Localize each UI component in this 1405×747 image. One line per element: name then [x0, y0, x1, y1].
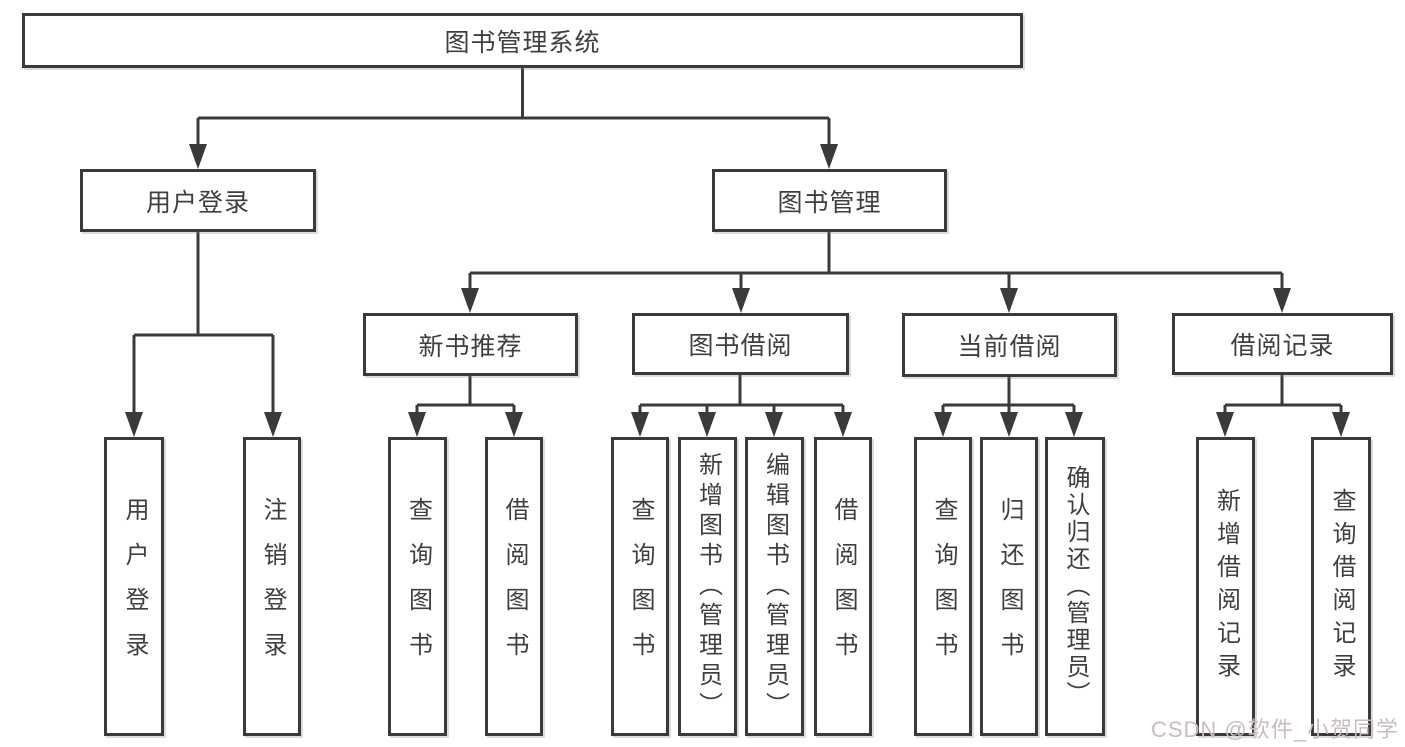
node-new-book-recommend-label: 新书推荐 — [418, 332, 523, 361]
leaf-query-borrow-record-label: 查询借阅记录 — [1328, 487, 1355, 686]
connector-book-management-to-level3 — [461, 232, 1291, 313]
node-library-system-label: 图书管理系统 — [444, 28, 601, 57]
connector-user-login-to-children — [125, 232, 282, 437]
leaf-borrow-books-label: 借阅图书 — [830, 496, 857, 677]
leaf-query-books-recommend-label: 查询图书 — [404, 496, 432, 677]
leaf-add-book-admin: 新增图书（管理员） — [678, 437, 737, 736]
arrowhead — [1065, 412, 1083, 437]
node-new-book-recommend: 新书推荐 — [363, 313, 578, 376]
arrowhead — [834, 412, 852, 437]
leaf-edit-book-admin-label: 编辑图书（管理员） — [761, 451, 789, 722]
leaf-user-login-label: 用户登录 — [121, 496, 148, 677]
node-borrow-records-label: 借阅记录 — [1230, 332, 1335, 360]
leaf-query-books-current: 查询图书 — [914, 437, 972, 736]
arrowhead — [1000, 288, 1018, 313]
node-current-borrow-label: 当前借阅 — [957, 333, 1062, 361]
arrowhead — [631, 412, 649, 437]
leaf-borrow-books-recommend-label: 借阅图书 — [501, 496, 528, 677]
arrowhead — [1216, 412, 1234, 437]
leaf-query-books-recommend: 查询图书 — [388, 437, 447, 736]
arrowhead — [408, 412, 426, 437]
node-book-management: 图书管理 — [712, 169, 947, 232]
leaf-query-books-current-label: 查询图书 — [930, 496, 957, 677]
arrowhead — [820, 144, 838, 169]
arrowhead — [461, 288, 479, 313]
connector-current-borrow-to-children — [934, 377, 1083, 437]
leaf-add-borrow-record: 新增借阅记录 — [1196, 437, 1255, 736]
leaf-add-book-admin-label: 新增图书（管理员） — [694, 451, 722, 722]
leaf-return-book-label: 归还图书 — [996, 496, 1023, 677]
connector-new-book-recommend-to-children — [408, 376, 523, 437]
node-book-management-label: 图书管理 — [777, 188, 882, 217]
connector-root-to-level2 — [189, 68, 838, 169]
node-user-login: 用户登录 — [80, 169, 316, 232]
leaf-borrow-books: 借阅图书 — [814, 437, 872, 736]
connector-book-borrow-to-children — [631, 375, 852, 437]
arrowhead — [732, 288, 750, 313]
leaf-logout: 注销登录 — [243, 437, 301, 736]
leaf-add-borrow-record-label: 新增借阅记录 — [1212, 487, 1240, 686]
leaf-confirm-return-admin: 确认归还（管理员） — [1045, 437, 1105, 736]
arrowhead — [1332, 412, 1350, 437]
arrowhead — [125, 412, 143, 437]
arrowhead — [765, 412, 783, 437]
leaf-logout-label: 注销登录 — [259, 496, 286, 677]
node-book-borrow-label: 图书借阅 — [688, 332, 793, 360]
arrowhead — [934, 412, 952, 437]
leaf-user-login: 用户登录 — [104, 437, 164, 736]
leaf-confirm-return-admin-label: 确认归还（管理员） — [1062, 465, 1089, 708]
leaf-query-books-borrow: 查询图书 — [611, 437, 669, 736]
leaf-borrow-books-recommend: 借阅图书 — [485, 437, 543, 736]
leaf-edit-book-admin: 编辑图书（管理员） — [745, 437, 804, 736]
leaf-return-book: 归还图书 — [980, 437, 1038, 736]
csdn-watermark: CSDN @软件_小贺同学 — [1150, 717, 1399, 742]
connector-borrow-records-to-children — [1216, 375, 1350, 437]
arrowhead — [698, 412, 716, 437]
arrowhead — [1273, 288, 1291, 313]
node-user-login-label: 用户登录 — [145, 188, 250, 217]
node-book-borrow: 图书借阅 — [632, 313, 849, 375]
arrowhead — [505, 412, 523, 437]
leaf-query-books-borrow-label: 查询图书 — [627, 496, 654, 677]
leaf-query-borrow-record: 查询借阅记录 — [1311, 437, 1371, 736]
arrowhead — [264, 412, 282, 437]
node-current-borrow: 当前借阅 — [902, 313, 1117, 377]
node-borrow-records: 借阅记录 — [1172, 313, 1393, 375]
node-library-system: 图书管理系统 — [22, 13, 1023, 68]
arrowhead — [1000, 412, 1018, 437]
arrowhead — [189, 144, 207, 169]
